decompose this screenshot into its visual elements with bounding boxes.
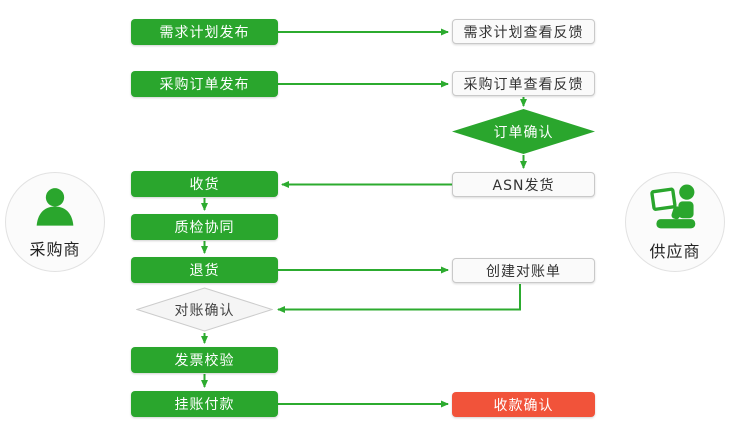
node-po-feedback: 采购订单查看反馈 — [452, 71, 595, 96]
diamond-shape — [136, 287, 273, 332]
node-quality-collab: 质检协同 — [131, 214, 278, 240]
node-demand-plan-publish: 需求计划发布 — [131, 19, 278, 45]
node-receipt-confirm: 收款确认 — [452, 392, 595, 417]
node-po-publish: 采购订单发布 — [131, 71, 278, 97]
buyer-label: 采购商 — [29, 240, 81, 259]
actor-supplier: 供应商 — [625, 172, 725, 272]
order-confirm-label: 订单确认 — [493, 124, 554, 141]
actor-buyer: 采购商 — [5, 172, 105, 272]
diamond-shape — [452, 109, 595, 154]
supplier-label: 供应商 — [649, 242, 701, 261]
node-statement-confirm: 对账确认 — [136, 287, 273, 332]
node-create-statement: 创建对账单 — [452, 258, 595, 283]
node-pay-on-account: 挂账付款 — [131, 391, 278, 417]
node-asn-ship: ASN发货 — [452, 172, 595, 197]
supplier-laptop-person-icon — [648, 182, 702, 236]
node-order-confirm: 订单确认 — [452, 109, 595, 154]
node-demand-plan-feedback: 需求计划查看反馈 — [452, 19, 595, 44]
statement-confirm-label: 对账确认 — [174, 302, 235, 319]
node-invoice-verify: 发票校验 — [131, 347, 278, 373]
node-return-goods: 退货 — [131, 257, 278, 283]
buyer-person-icon — [30, 184, 80, 234]
node-receive-goods: 收货 — [131, 171, 278, 197]
